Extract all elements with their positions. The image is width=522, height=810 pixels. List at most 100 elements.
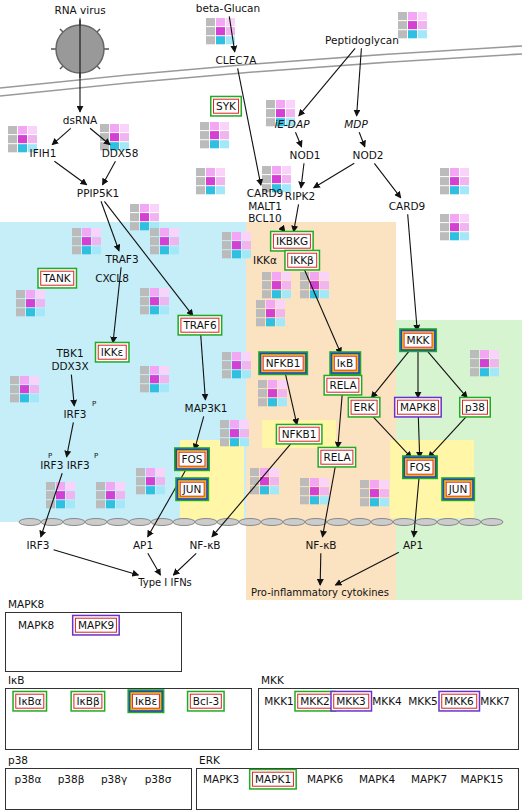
heatmap-cell [160, 246, 169, 254]
highlighted-gene-box: TRAF6 [180, 318, 219, 333]
heatmap-tile [440, 214, 469, 240]
heatmap-cell [450, 168, 459, 176]
membrane-bead [107, 519, 129, 526]
heatmap-cell [262, 281, 271, 289]
heatmap-cell [300, 487, 309, 495]
heatmap-cell [460, 223, 469, 231]
heatmap-cell [160, 288, 169, 296]
heatmap-cell [206, 177, 215, 185]
heatmap-cell [470, 368, 479, 376]
heatmap-tile [222, 352, 251, 378]
membrane-bead [261, 519, 283, 526]
heatmap-cell [130, 222, 139, 230]
heatmap-cell [266, 118, 275, 126]
signal-arrow [426, 349, 467, 397]
highlighted-gene-box: IκB [334, 356, 357, 371]
heatmap-cell [116, 491, 125, 499]
heatmap-tile [250, 468, 279, 494]
signal-arrow [336, 552, 399, 585]
heatmap-cell [266, 100, 275, 108]
membrane-bead [85, 519, 107, 526]
heatmap-cell [16, 299, 25, 307]
highlighted-gene-box: FOS [407, 460, 434, 475]
heatmap-cell [320, 272, 329, 280]
gene-name: IκBα [18, 695, 41, 708]
heatmap-cell [10, 385, 19, 393]
heatmap-cell [146, 468, 155, 476]
gene-label: beta-Glucan [194, 2, 262, 15]
gene-name: IKBKG [276, 235, 308, 248]
gene-name: IKKε [101, 346, 124, 359]
heatmap-cell [150, 297, 159, 305]
signal-arrow [295, 132, 301, 146]
heatmap-cell [156, 486, 165, 494]
heatmap-tile [10, 376, 39, 402]
gene-name: NF-κB [305, 539, 336, 552]
gene-label: dsRNA [61, 114, 99, 127]
heatmap-cell [216, 186, 225, 194]
gene-label: p38β [56, 773, 87, 786]
membrane-bead [371, 519, 393, 526]
heatmap-cell [150, 375, 159, 383]
gene-label: AP1 [131, 539, 155, 552]
gene-family-panel: MKKMKK1MKK2MKK3MKK4MKK5MKK6MKK7 [258, 688, 519, 750]
heatmap-cell [56, 491, 65, 499]
heatmap-tile [256, 300, 285, 326]
heatmap-cell [310, 496, 319, 504]
signal-arrow [281, 227, 285, 232]
heatmap-cell [150, 237, 159, 245]
heatmap-cell [96, 482, 105, 490]
gene-label: MAPK7 [409, 773, 449, 786]
heatmap-cell [220, 140, 229, 148]
signal-arrow [323, 466, 336, 536]
gene-name: ERK [354, 401, 375, 414]
heatmap-cell [10, 394, 19, 402]
heatmap-cell [140, 204, 149, 212]
gene-label: MKK4 [370, 695, 404, 708]
gene-label: iE-DAP [273, 118, 312, 131]
membrane-bead [41, 519, 63, 526]
gene-name: beta-Glucan [196, 2, 260, 15]
heatmap-cell [282, 175, 291, 183]
heatmap-cell [220, 420, 229, 428]
gene-name: Peptidoglycan [325, 34, 399, 47]
heatmap-cell [170, 237, 179, 245]
heatmap-cell [250, 477, 259, 485]
gene-label: MKK1 [262, 695, 296, 708]
heatmap-cell [206, 27, 215, 35]
gene-name: MKK3 [336, 695, 366, 708]
gene-label: Type I IFNs [136, 577, 194, 589]
membrane-bead [129, 519, 151, 526]
signal-arrow [299, 48, 355, 115]
heatmap-cell [256, 318, 265, 326]
heatmap-cell [72, 228, 81, 236]
gene-name: MAPK3 [203, 773, 239, 786]
signal-arrow [52, 128, 70, 144]
heatmap-cell [360, 498, 369, 506]
signal-arrow [417, 349, 418, 397]
heatmap-cell [320, 281, 329, 289]
heatmap-cell [106, 491, 115, 499]
highlighted-gene-box: p38 [462, 400, 488, 415]
heatmap-tile [300, 272, 329, 298]
heatmap-cell [230, 420, 239, 428]
heatmap-tile [140, 366, 169, 392]
highlighted-gene-box: SYK [213, 99, 239, 114]
heatmap-cell [156, 468, 165, 476]
heatmap-cell [196, 168, 205, 176]
highlighted-gene-box: IKKε [98, 345, 127, 360]
heatmap-cell [196, 177, 205, 185]
heatmap-cell [196, 186, 205, 194]
gene-label: RNA virus [52, 4, 107, 17]
heatmap-cell [276, 300, 285, 308]
gene-name: FOS [182, 453, 203, 466]
heatmap-cell [262, 290, 271, 298]
heatmap-cell [210, 122, 219, 130]
highlighted-gene-box: IKBKG [273, 234, 311, 249]
gene-name: NOD1 [290, 149, 321, 162]
heatmap-cell [222, 241, 231, 249]
gene-name: IFIH1 [30, 147, 57, 160]
gene-name: IκBβ [76, 695, 99, 708]
heatmap-cell [92, 237, 101, 245]
heatmap-cell [272, 166, 281, 174]
